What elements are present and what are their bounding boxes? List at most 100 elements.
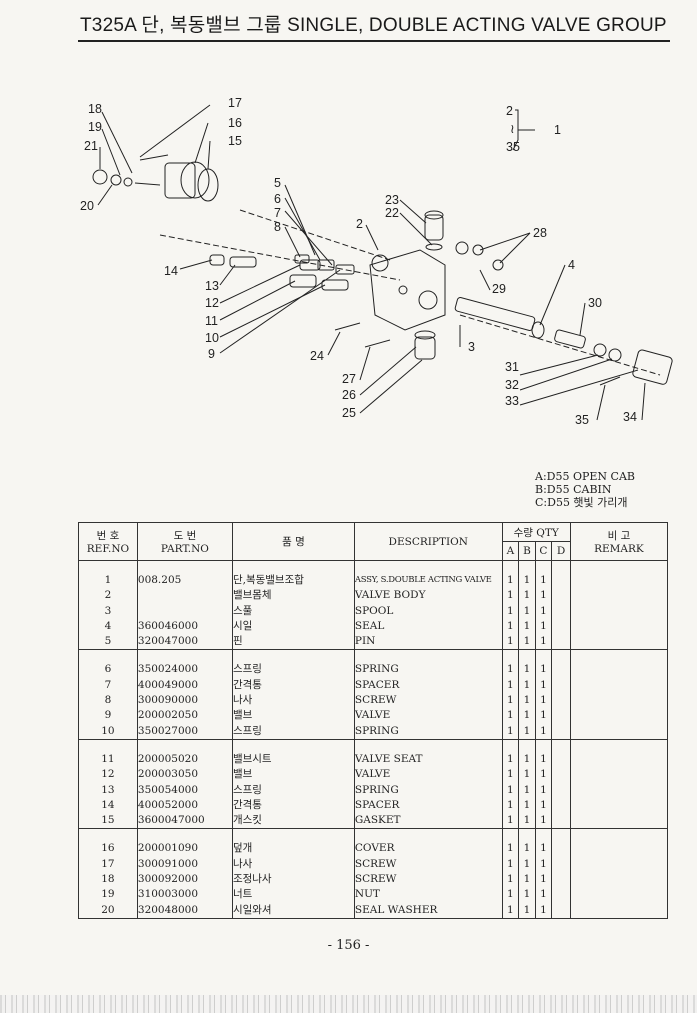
cell-b: 1 <box>518 603 536 619</box>
cell-c: 1 <box>534 902 553 919</box>
cell-a: 1 <box>501 751 520 768</box>
callout-ref-2: 2 <box>506 104 513 118</box>
cell-desc: ASSY, S.DOUBLE ACTING VALVE <box>353 573 503 589</box>
cell-part <box>136 603 233 619</box>
callout-17: 17 <box>228 96 242 110</box>
col-qty: 수량 QTY <box>501 522 571 542</box>
col-qty-b: B <box>518 541 536 561</box>
callout-29: 29 <box>492 282 506 296</box>
cell-c: 1 <box>534 813 553 829</box>
cell-d <box>551 841 571 857</box>
cell-a: 1 <box>501 723 520 740</box>
cell-b: 1 <box>518 841 536 857</box>
cell-kr: 밸브 <box>231 767 355 783</box>
washer-part-2 <box>123 177 133 187</box>
cell-desc: SPRING <box>353 662 503 678</box>
cell-desc: SEAL <box>353 618 503 635</box>
cell-c: 1 <box>534 677 553 694</box>
row-group-spacer <box>78 738 669 752</box>
row-group-spacer <box>78 649 669 663</box>
cell-a: 1 <box>501 618 520 635</box>
cell-part: 400052000 <box>136 797 233 814</box>
cell-desc: NUT <box>353 887 503 903</box>
cell-rem <box>569 634 669 650</box>
cell-d <box>551 751 571 768</box>
callout-12: 12 <box>205 296 219 310</box>
cell-rem <box>569 723 669 740</box>
cell-b: 1 <box>518 902 536 919</box>
callout-13: 13 <box>205 279 219 293</box>
cell-desc: SCREW <box>353 872 503 888</box>
cell-c: 1 <box>534 872 553 888</box>
cell-kr: 간격통 <box>231 797 355 814</box>
callout-8: 8 <box>274 220 281 234</box>
cell-a: 1 <box>501 573 520 589</box>
cell-c: 1 <box>534 782 553 798</box>
col-qty-a: A <box>501 541 520 561</box>
callout-2: 2 <box>356 217 363 231</box>
cell-ref: 1 <box>78 573 138 589</box>
cell-ref: 7 <box>78 677 138 694</box>
callout-22: 22 <box>385 206 399 220</box>
cell-kr: 밸브몸체 <box>231 588 355 604</box>
callout-16: 16 <box>228 116 242 130</box>
cab-legend: A:D55 OPEN CAB B:D55 CABIN C:D55 햇빛 가리개 <box>535 470 635 509</box>
cell-ref: 6 <box>78 662 138 678</box>
callout-7: 7 <box>274 206 281 220</box>
cell-desc: COVER <box>353 841 503 857</box>
cell-c: 1 <box>534 723 553 740</box>
cell-rem <box>569 797 669 814</box>
callout-3: 3 <box>468 340 475 354</box>
cell-part: 350027000 <box>136 723 233 740</box>
legend-b: B:D55 CABIN <box>535 483 612 496</box>
callout-24: 24 <box>310 349 324 363</box>
cell-d <box>551 618 571 635</box>
cell-d <box>551 693 571 709</box>
cell-part: 3600047000 <box>136 813 233 829</box>
cell-b: 1 <box>518 813 536 829</box>
cell-part: 310003000 <box>136 887 233 903</box>
cell-a: 1 <box>501 634 520 650</box>
cell-a: 1 <box>501 856 520 873</box>
cell-ref: 11 <box>78 751 138 768</box>
cell-b: 1 <box>518 662 536 678</box>
cell-part: 320048000 <box>136 902 233 919</box>
cell-ref: 4 <box>78 618 138 635</box>
cell-d <box>551 634 571 650</box>
cell-b: 1 <box>518 856 536 873</box>
cell-ref: 20 <box>78 902 138 919</box>
callout-26: 26 <box>342 388 356 402</box>
callout-10: 10 <box>205 331 219 345</box>
cell-d <box>551 662 571 678</box>
callout-5: 5 <box>274 176 281 190</box>
washer-part <box>110 174 122 186</box>
callout-31: 31 <box>505 360 519 374</box>
cell-kr: 밸브 <box>231 708 355 724</box>
cell-c: 1 <box>534 841 553 857</box>
exploded-parts-diagram: 18 19 21 20 17 16 15 5 6 7 8 2 23 22 28 … <box>80 96 673 427</box>
callout-28: 28 <box>533 226 547 240</box>
cell-part: 300090000 <box>136 693 233 709</box>
connector-part <box>554 329 586 349</box>
cell-kr: 개스킷 <box>231 813 355 829</box>
svg-text:≀: ≀ <box>510 122 515 136</box>
cell-desc: SEAL WASHER <box>353 902 503 919</box>
spring-part <box>229 256 257 268</box>
cell-c: 1 <box>534 708 553 724</box>
callout-9: 9 <box>208 347 215 361</box>
spring-part-2 <box>321 279 349 291</box>
cell-rem <box>569 618 669 635</box>
cell-a: 1 <box>501 841 520 857</box>
cell-a: 1 <box>501 797 520 814</box>
cell-b: 1 <box>518 797 536 814</box>
cell-kr: 스프링 <box>231 662 355 678</box>
